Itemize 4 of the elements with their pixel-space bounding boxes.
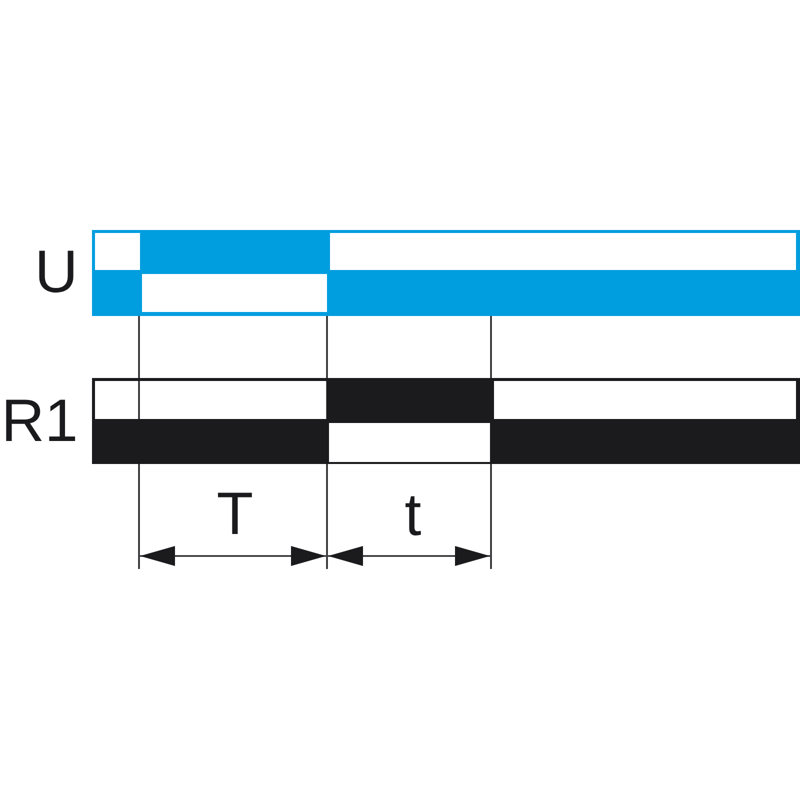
dimension-label: t (404, 485, 422, 545)
signal-label: R1 (1, 391, 78, 451)
dimension-label: T (216, 484, 254, 544)
signal-label: U (34, 242, 78, 302)
